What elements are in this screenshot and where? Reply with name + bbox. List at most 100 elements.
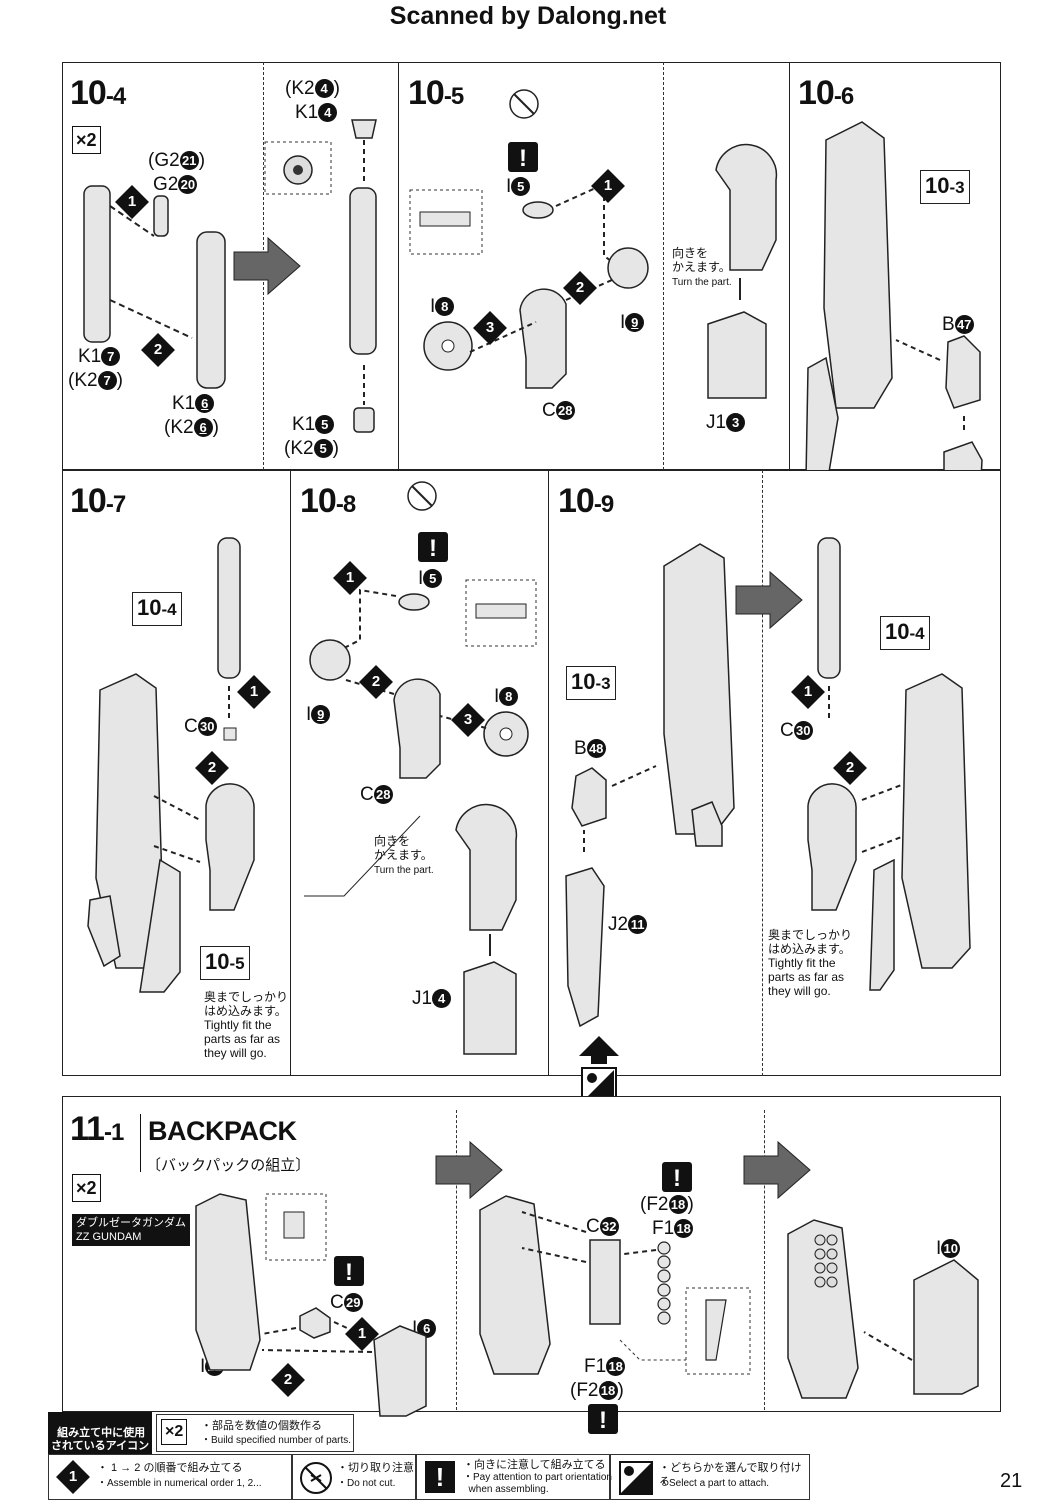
attention-icon: ! [425, 1461, 455, 1493]
model-badge-jp: ダブルゼータガンダム [76, 1217, 186, 1229]
divider [456, 1110, 458, 1410]
legend-cut-jp: ・切り取り注意 [337, 1462, 414, 1474]
step-10-5-number: 10-5 [408, 74, 464, 112]
ref-10-4: 10-4 [132, 592, 182, 626]
legend-order-jp: ・ 1 → 2 の順番で組み立てる [97, 1462, 243, 1474]
legend-cut-cell: ・切り取り注意 ・Do not cut. [292, 1454, 416, 1500]
note-tight-fit: 奥までしっかり はめ込みます。Tightly fit the parts as … [768, 928, 853, 998]
page-number: 21 [1000, 1470, 1023, 1492]
svg-text:!: ! [429, 535, 437, 562]
svg-text:!: ! [673, 1165, 681, 1192]
title-divider [140, 1114, 141, 1172]
step-order-icon: 1 [56, 1460, 90, 1494]
ref-10-3: 10-3 [566, 666, 616, 700]
section-title: BACKPACK [148, 1116, 297, 1146]
note-tight-fit: 奥までしっかり はめ込みます。Tightly fit the parts as … [204, 990, 289, 1060]
model-badge-en: ZZ GUNDAM [76, 1231, 142, 1243]
legend-order-en: ・Assemble in numerical order 1, 2... [97, 1478, 262, 1489]
legend-title-en: Symbols used in instructions [51, 1455, 153, 1464]
ref-10-4: 10-4 [880, 616, 930, 650]
model-badge: ダブルゼータガンダム ZZ GUNDAM [72, 1214, 190, 1246]
step-11-1-number: 11-1 [70, 1110, 124, 1148]
ref-10-5: 10-5 [200, 946, 250, 980]
section-subtitle: 〔バックパックの組立〕 [146, 1157, 311, 1174]
divider [764, 1110, 766, 1410]
legend-attention-cell: ! ・向きに注意して組み立てる ・Pay attention to part o… [416, 1454, 612, 1500]
step-10-7-number: 10-7 [70, 482, 126, 520]
divider [762, 470, 764, 1076]
step-1-marker: 1 [345, 1317, 379, 1351]
svg-text:!: ! [345, 1259, 353, 1286]
ref-10-3: 10-3 [920, 170, 970, 204]
svg-text:!: ! [599, 1407, 607, 1434]
divider [663, 62, 665, 470]
do-not-cut-icon [300, 1462, 332, 1494]
legend-attention-en: ・Pay attention to part orientation when … [463, 1472, 612, 1495]
step-10-9-number: 10-9 [558, 482, 614, 520]
page-header-title: Scanned by Dalong.net [389, 2, 667, 30]
repeat-x2-badge: ×2 [72, 1174, 101, 1202]
legend-select-jp: ・どちらかを選んで取り付ける [659, 1462, 802, 1488]
legend-x2-row: ×2 ・部品を数値の個数作る ・Build specified number o… [156, 1414, 354, 1452]
legend-x2-jp: ・部品を数値の個数作る [201, 1420, 322, 1432]
select-part-icon [619, 1461, 653, 1495]
step-10-4-panel [62, 62, 400, 470]
legend-title-box: 組み立て中に使用 されているアイコン Symbols used in instru… [48, 1412, 152, 1464]
legend-attention-jp: ・向きに注意して組み立てる [463, 1459, 606, 1471]
legend-title-jp: 組み立て中に使用 されているアイコン [51, 1427, 150, 1452]
step-10-4-number: 10-4 [70, 74, 126, 112]
repeat-x2-badge: ×2 [72, 126, 101, 154]
note-turn-part: 向きを かえます。Turn the part. [374, 834, 434, 876]
step-10-6-number: 10-6 [798, 74, 854, 112]
legend-select-cell: ・どちらかを選んで取り付ける ・Select a part to attach. [610, 1454, 810, 1500]
step-10-8-number: 10-8 [300, 482, 356, 520]
legend-select-en: ・Select a part to attach. [659, 1478, 770, 1489]
step-10-5-panel [398, 62, 791, 470]
svg-text:!: ! [519, 145, 527, 172]
legend-cut-en: ・Do not cut. [337, 1478, 396, 1489]
step-2-marker: 2 [271, 1363, 305, 1397]
legend-x2-en: ・Build specified number of parts. [201, 1435, 352, 1446]
note-turn-part: 向きを かえます。Turn the part. [672, 246, 732, 288]
x2-icon: ×2 [161, 1419, 188, 1445]
legend-order-cell: 1 ・ 1 → 2 の順番で組み立てる ・Assemble in numeric… [48, 1454, 292, 1500]
